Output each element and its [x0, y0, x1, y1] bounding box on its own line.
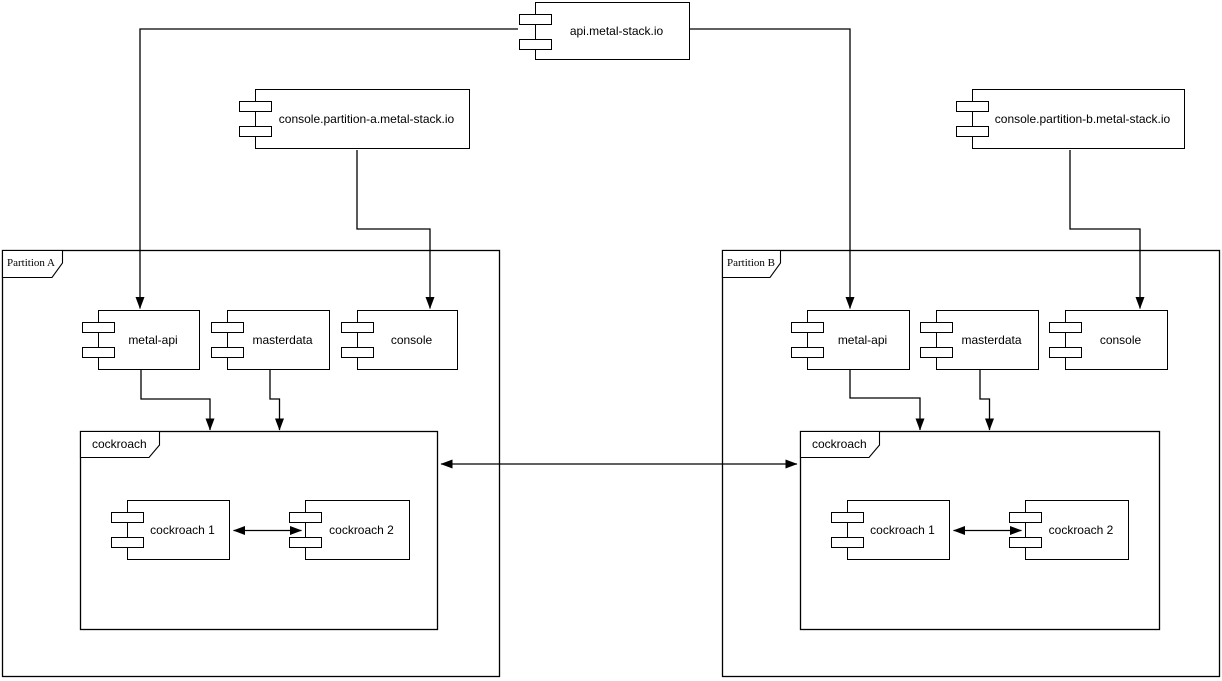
component-icon [239, 126, 272, 137]
component-label: masterdata [252, 333, 313, 347]
component-b-console: console [1049, 310, 1168, 370]
component-a-cockroach-2: cockroach 2 [289, 500, 410, 560]
component-b-cockroach-2: cockroach 2 [1009, 500, 1129, 560]
component-label: console [1099, 333, 1142, 347]
component-a-masterdata: masterdata [211, 310, 330, 370]
cockroach-b-label: cockroach [812, 437, 867, 451]
component-b-masterdata: masterdata [920, 310, 1039, 370]
component-icon [791, 347, 824, 358]
component-icon [831, 512, 864, 523]
edge-console-a-to-partition-a-console [356, 150, 435, 309]
component-icon [519, 39, 552, 50]
component-label: console.partition-a.metal-stack.io [278, 112, 455, 126]
component-icon [239, 101, 272, 112]
edge-console-b-to-partition-b-console [1069, 150, 1145, 309]
component-a-console: console [341, 310, 458, 370]
component-icon [211, 322, 244, 333]
component-console-partition-a: console.partition-a.metal-stack.io [239, 89, 470, 149]
component-label: api.metal-stack.io [569, 24, 664, 38]
component-label: cockroach 2 [1048, 523, 1114, 537]
edge-a-masterdata-to-cockroach [269, 370, 284, 431]
component-a-metal-api: metal-api [82, 310, 200, 370]
component-label: cockroach 1 [870, 523, 935, 537]
component-icon [1009, 537, 1042, 548]
component-label: cockroach 2 [329, 523, 394, 537]
component-api-metal-stack: api.metal-stack.io [519, 2, 690, 60]
component-icon [956, 126, 989, 137]
cockroach-a-label: cockroach [92, 437, 147, 451]
component-icon [1049, 347, 1082, 358]
component-b-metal-api: metal-api [791, 310, 910, 370]
component-icon [956, 101, 989, 112]
component-b-cockroach-1: cockroach 1 [831, 500, 950, 560]
component-label: masterdata [961, 333, 1022, 347]
component-icon [920, 322, 953, 333]
component-icon [1009, 512, 1042, 523]
edge-b-metal-api-to-cockroach [849, 370, 925, 431]
component-icon [111, 537, 144, 548]
component-icon [791, 322, 824, 333]
component-icon [111, 512, 144, 523]
component-icon [920, 347, 953, 358]
component-icon [211, 347, 244, 358]
component-label: cockroach 1 [150, 523, 215, 537]
partition-a-label: Partition A [7, 257, 55, 269]
component-label: console [390, 333, 433, 347]
component-icon [82, 347, 115, 358]
partition-b-label: Partition B [727, 257, 775, 269]
component-icon [1049, 322, 1082, 333]
component-label: metal-api [837, 333, 888, 347]
component-a-cockroach-1: cockroach 1 [111, 500, 230, 560]
component-icon [341, 322, 374, 333]
component-icon [341, 347, 374, 358]
component-icon [289, 537, 322, 548]
edge-api-to-partition-a-metal-api [135, 28, 518, 309]
component-icon [82, 322, 115, 333]
component-label: console.partition-b.metal-stack.io [994, 112, 1171, 126]
component-icon [289, 512, 322, 523]
edge-b-masterdata-to-cockroach [979, 370, 994, 431]
component-console-partition-b: console.partition-b.metal-stack.io [956, 89, 1185, 149]
edge-a-metal-api-to-cockroach [140, 370, 215, 431]
component-label: metal-api [128, 333, 178, 347]
component-icon [831, 537, 864, 548]
component-icon [519, 14, 552, 25]
